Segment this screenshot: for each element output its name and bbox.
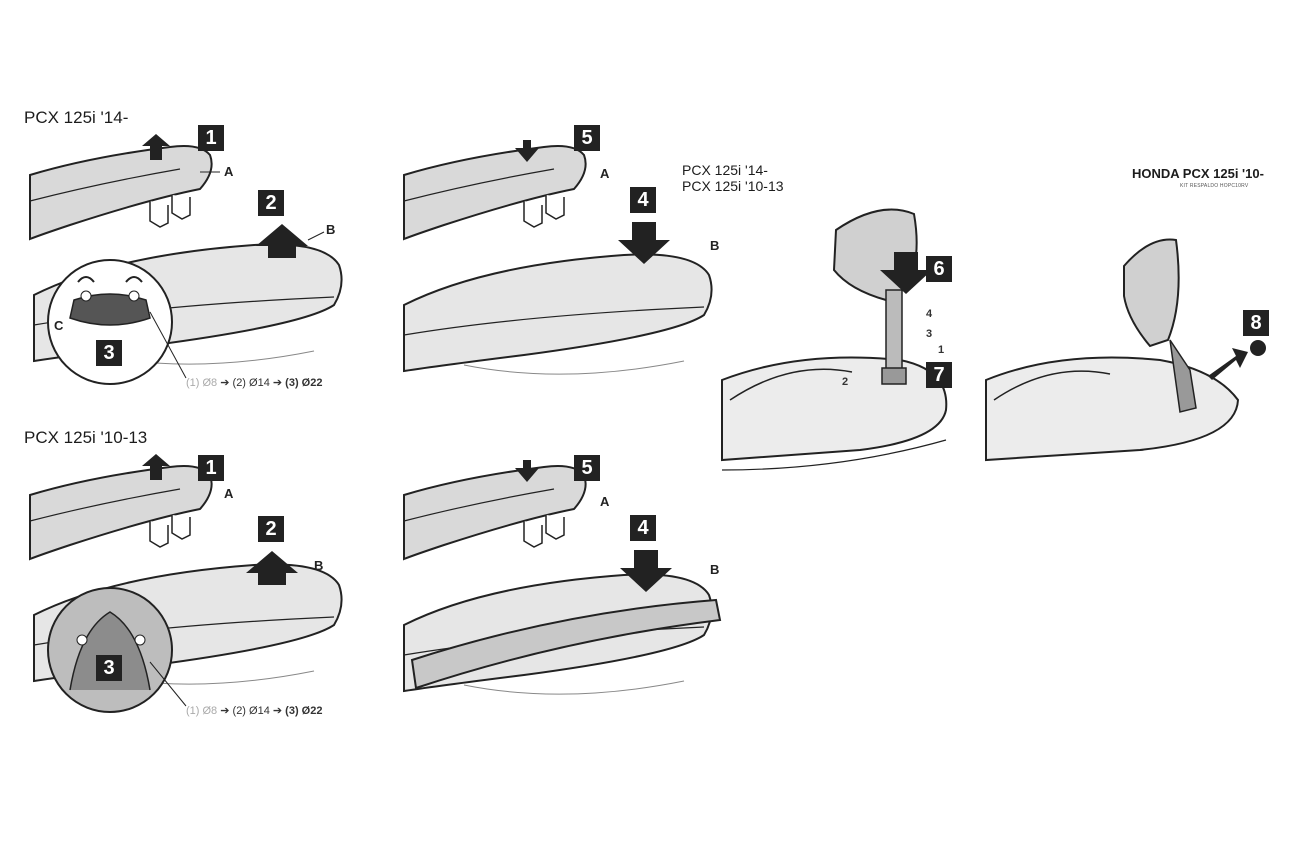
panel-backrest-final [985, 238, 1266, 462]
hardware-label-3: 3 [926, 328, 933, 340]
arrow-right-icon: ➔ [220, 377, 230, 389]
hardware-label-2: 2 [842, 376, 849, 388]
arrow-right-icon: ➔ [272, 705, 283, 717]
part-label-a: A [224, 486, 234, 501]
drill-sequence-bottom: (1) Ø8 ➔ (2) Ø14 ➔ (3) Ø22 [186, 704, 322, 717]
step-badge-2-top: 2 [258, 190, 284, 216]
title-middle-line1: PCX 125i '14- [682, 162, 768, 178]
title-pcx10: PCX 125i '10-13 [24, 428, 148, 447]
step-badge-4-top: 4 [630, 187, 656, 213]
title-honda: HONDA PCX 125i '10- [1132, 166, 1264, 181]
panel-pcx14-remove [29, 134, 343, 385]
step-badge-1-top: 1 [198, 125, 224, 151]
part-label-b: B [314, 558, 324, 573]
part-label-a: A [600, 166, 610, 181]
arrow-right-icon: ➔ [220, 705, 230, 717]
drill-step-3: (3) Ø22 [285, 705, 323, 717]
step-badge-4-bottom: 4 [630, 515, 656, 541]
title-honda-sub: KIT RESPALDO HOPC10RV [1180, 183, 1249, 189]
part-label-a: A [224, 164, 234, 179]
arrow-right-icon: ➔ [272, 377, 283, 389]
arrow-up-small-icon [142, 134, 170, 160]
panel-pcx14-refit [403, 140, 713, 376]
part-label-a: A [600, 494, 610, 509]
title-pcx14: PCX 125i '14- [24, 108, 129, 127]
step-badge-1-bottom: 1 [198, 455, 224, 481]
step-badge-5-bottom: 5 [574, 455, 600, 481]
hardware-label-1: 1 [938, 344, 945, 356]
part-label-b: B [710, 238, 720, 253]
wrench-icon [1250, 340, 1266, 356]
step-badge-5-top: 5 [574, 125, 600, 151]
drill-step-1: (1) Ø8 [186, 705, 218, 717]
part-label-c: C [54, 318, 64, 333]
title-middle-line2: PCX 125i '10-13 [682, 178, 784, 194]
drill-step-2: (2) Ø14 [232, 377, 270, 389]
arrow-tighten-icon [1208, 348, 1248, 380]
step-badge-3-bottom: 3 [96, 655, 122, 681]
step-badge-2-bottom: 2 [258, 516, 284, 542]
step-badge-3-top: 3 [96, 340, 122, 366]
panel-pcx10-refit [403, 460, 722, 696]
step-badge-6: 6 [926, 256, 952, 282]
drill-step-2: (2) Ø14 [232, 705, 270, 717]
part-label-b: B [326, 222, 336, 237]
part-label-b: B [710, 562, 720, 577]
hardware-label-4: 4 [926, 308, 933, 320]
drill-sequence-top: (1) Ø8 ➔ (2) Ø14 ➔ (3) Ø22 [186, 376, 322, 389]
drill-step-3: (3) Ø22 [285, 377, 323, 389]
panel-pcx10-remove [29, 454, 343, 713]
step-badge-8: 8 [1243, 310, 1269, 336]
drill-step-1: (1) Ø8 [186, 377, 218, 389]
step-badge-7: 7 [926, 362, 952, 388]
panel-backrest-install [721, 208, 948, 471]
